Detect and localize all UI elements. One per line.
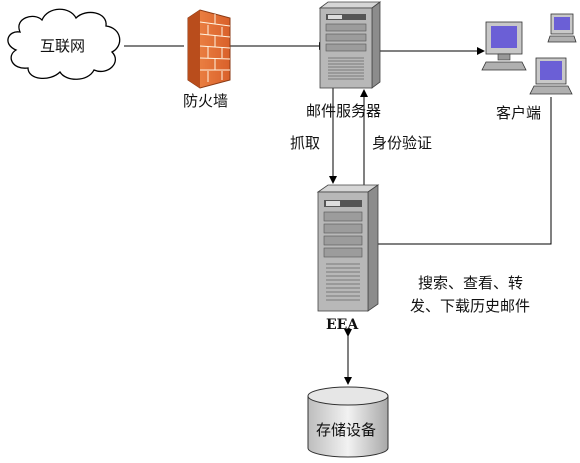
eea-server-icon [316,184,380,312]
eea-to-client-line [370,97,552,245]
mail-server-label: 邮件服务器 [306,102,382,120]
firewall-label: 防火墙 [183,92,229,110]
client-computer-right-icon [529,57,573,95]
client-ops-label-line2: 发、下载历史邮件 [410,297,531,315]
auth-label: 身份验证 [372,134,433,152]
client-ops-label-line1: 搜索、查看、转 [418,274,524,292]
cloud-icon [7,8,121,80]
client-computer-top-icon [547,13,577,43]
mail-server-icon [318,1,382,89]
fetch-label: 抓取 [290,134,321,152]
database-cylinder-icon [307,386,389,458]
internet-label: 互联网 [40,37,86,55]
brick-wall-icon [187,9,231,89]
client-computer-main-icon [481,21,527,71]
eea-label: EEA [326,317,359,333]
storage-label: 存储设备 [316,421,377,439]
client-label: 客户端 [496,104,542,122]
